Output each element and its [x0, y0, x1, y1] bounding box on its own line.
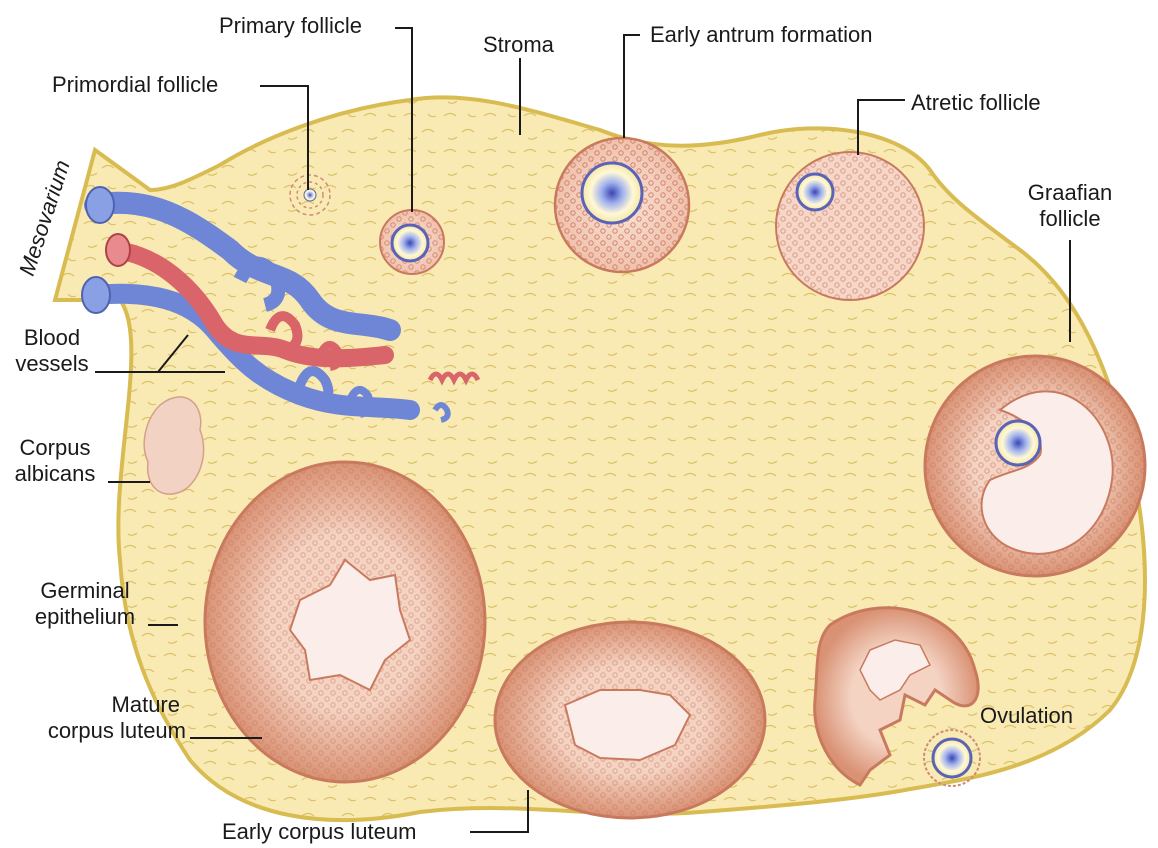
atretic-follicle	[776, 152, 924, 300]
label-graafian-line1: Graafian	[1010, 180, 1130, 206]
primary-follicle	[380, 210, 444, 274]
label-ovulation: Ovulation	[980, 703, 1073, 729]
label-blood-vessels-line2: vessels	[12, 351, 92, 377]
label-blood-vessels-line1: Blood	[12, 325, 92, 351]
label-primary-follicle: Primary follicle	[219, 13, 362, 39]
early-antrum-follicle	[555, 138, 689, 272]
label-germinal-epithelium-line1: Germinal	[20, 578, 150, 604]
label-early-corpus-luteum: Early corpus luteum	[222, 819, 416, 845]
label-stroma: Stroma	[483, 32, 554, 58]
label-atretic-follicle: Atretic follicle	[911, 90, 1041, 116]
label-mature-corpus-luteum: Mature corpus luteum	[8, 692, 186, 744]
label-graafian-follicle: Graafian follicle	[1010, 180, 1130, 232]
early-corpus-luteum	[495, 622, 765, 818]
label-corpus-albicans-line2: albicans	[5, 461, 105, 487]
label-mature-corpus-luteum-line1: Mature	[8, 692, 186, 718]
label-early-antrum-formation: Early antrum formation	[650, 22, 873, 48]
graafian-follicle	[925, 356, 1145, 576]
label-germinal-epithelium-line2: epithelium	[20, 604, 150, 630]
label-graafian-line2: follicle	[1010, 206, 1130, 232]
label-primordial-follicle: Primordial follicle	[52, 72, 218, 98]
label-mature-corpus-luteum-line2: corpus luteum	[8, 718, 186, 744]
label-corpus-albicans: Corpus albicans	[5, 435, 105, 487]
label-germinal-epithelium: Germinal epithelium	[20, 578, 150, 630]
mature-corpus-luteum	[205, 462, 485, 782]
label-corpus-albicans-line1: Corpus	[5, 435, 105, 461]
label-blood-vessels: Blood vessels	[12, 325, 92, 377]
